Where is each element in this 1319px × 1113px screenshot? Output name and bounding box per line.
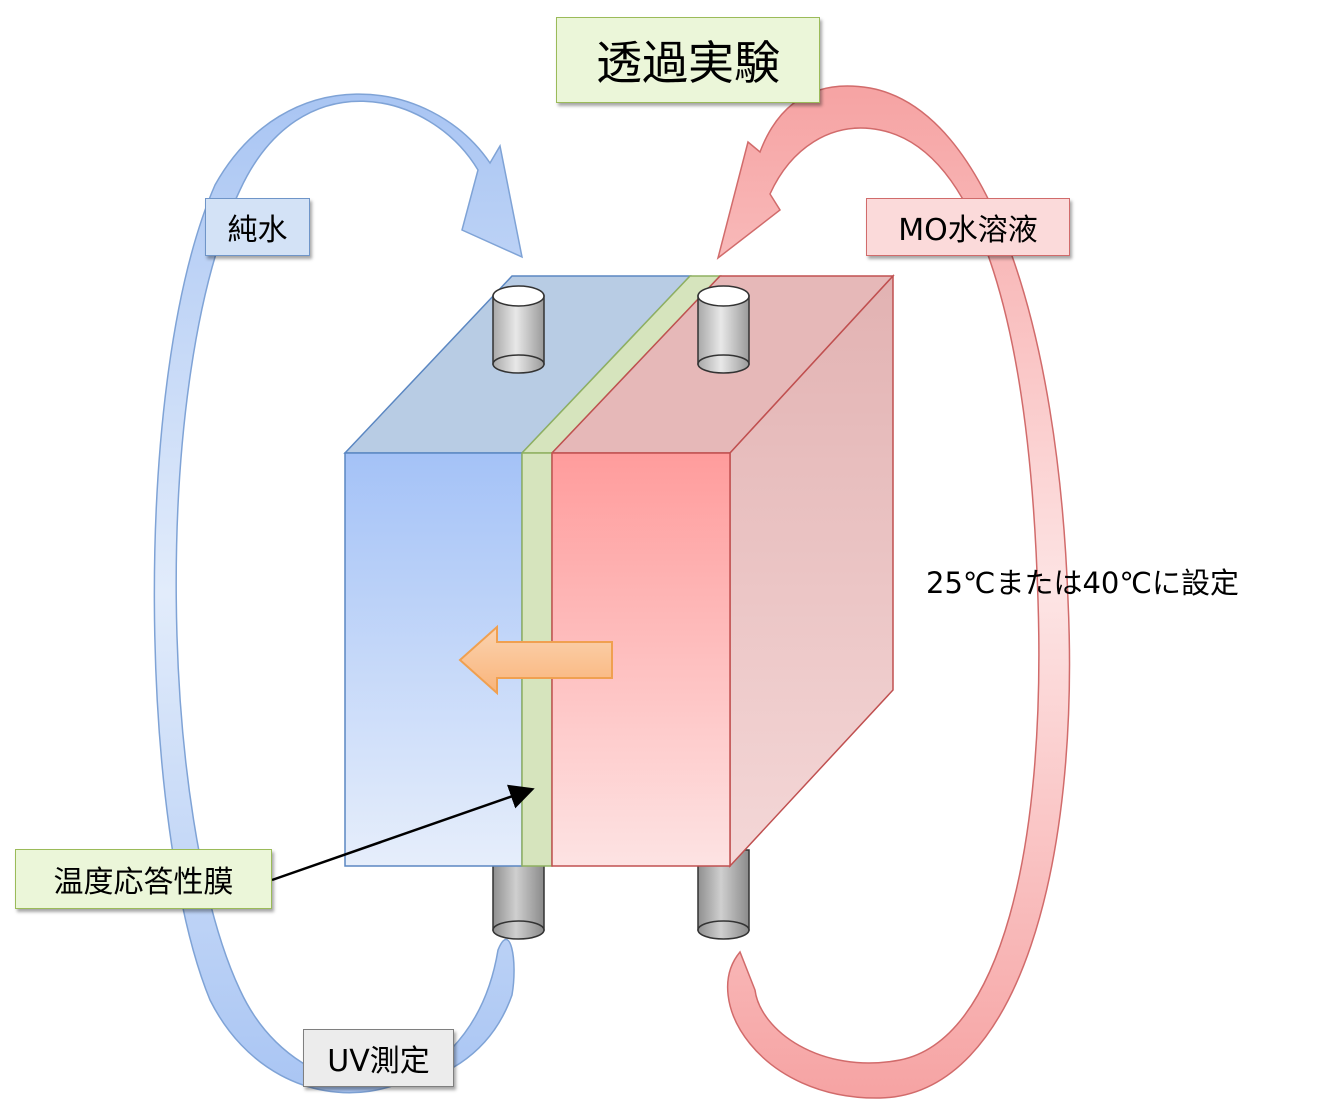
membrane-label: 温度応答性膜 — [15, 849, 272, 909]
mo-solution-loop-arrow — [716, 85, 1071, 1099]
mo-solution-text: MO水溶液 — [898, 213, 1038, 248]
uv-measurement-text: UV測定 — [327, 1044, 430, 1079]
membrane-text: 温度応答性膜 — [53, 865, 234, 900]
uv-measurement-label: UV測定 — [303, 1029, 454, 1087]
top-left-pipe — [492, 285, 545, 374]
pure-water-label: 純水 — [205, 198, 310, 256]
mo-solution-label: MO水溶液 — [866, 198, 1070, 256]
page-title: 透過実験 — [596, 36, 780, 90]
permeation-direction-arrow — [458, 624, 613, 696]
top-right-pipe — [697, 285, 750, 374]
temperature-setting-text: 25℃または40℃に設定 — [926, 566, 1239, 600]
pure-water-text: 純水 — [227, 213, 288, 248]
membrane-pointer-line — [271, 784, 535, 882]
title-box: 透過実験 — [556, 17, 820, 103]
bottom-right-pipe — [697, 849, 750, 940]
